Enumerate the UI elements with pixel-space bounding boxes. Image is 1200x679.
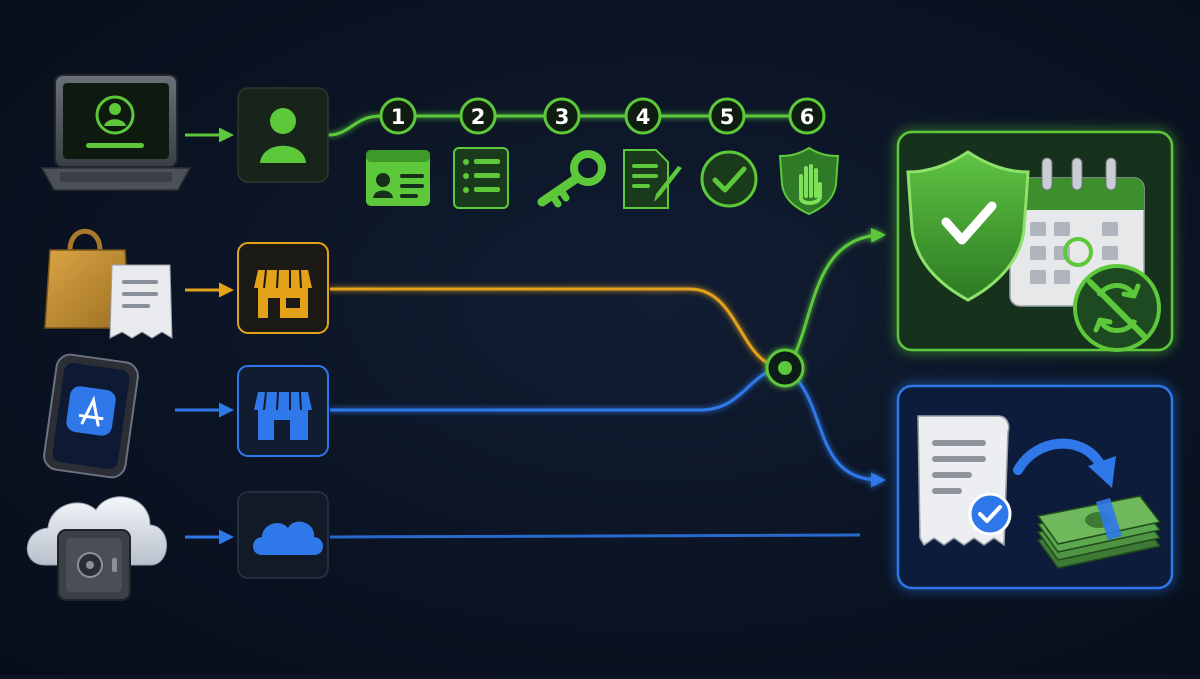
checkmark-icon [700,150,758,208]
step-icons [366,146,840,216]
storefront-icon [254,269,312,318]
step-3: 3 [543,97,581,135]
no-renewal-icon [1073,264,1161,352]
cloud-icon [253,521,323,555]
flow-lines [175,114,886,545]
hub-to-refund-line [784,366,886,488]
step-5-label: 5 [720,105,735,129]
step-1-label: 1 [391,105,406,129]
phone-app-store-icon [43,353,139,479]
merge-hub [765,348,805,388]
step-6: 6 [788,97,826,135]
orange-flow-line [330,287,786,370]
id-card-icon [366,150,430,206]
user-icon [260,108,306,163]
step-3-label: 3 [555,105,570,129]
step-1: 1 [379,97,417,135]
arrow-icon [1013,438,1116,488]
key-icon [537,150,606,208]
shield-hand-icon [778,146,840,216]
receipt-check-icon [917,415,1012,547]
step-2-label: 2 [471,105,486,129]
store-node-blue [237,365,329,457]
cloud-flow-line [329,533,861,539]
cloud-node [237,491,329,579]
shield-check-icon [906,150,1030,302]
user-node [237,87,329,183]
step-2: 2 [459,97,497,135]
step-markers: 1 2 3 4 5 6 [379,97,826,135]
checklist-icon [453,147,509,209]
refund-outcome-panel [896,384,1174,590]
step-4-label: 4 [636,105,651,129]
approved-outcome-panel [896,130,1174,352]
step-5: 5 [708,97,746,135]
store-node-orange [237,242,329,334]
money-icon [1036,495,1162,569]
hub-to-approved-line [783,227,886,370]
cloud-safe-icon [26,496,167,601]
shopping-bag-receipt-icon [44,228,173,339]
laptop-user-icon [40,74,192,191]
blue-flow-line [330,366,786,412]
document-sign-icon [623,149,682,209]
storefront-icon [254,391,312,440]
calendar-icon [1009,157,1145,307]
step-4: 4 [624,97,662,135]
step-6-label: 6 [800,105,815,129]
